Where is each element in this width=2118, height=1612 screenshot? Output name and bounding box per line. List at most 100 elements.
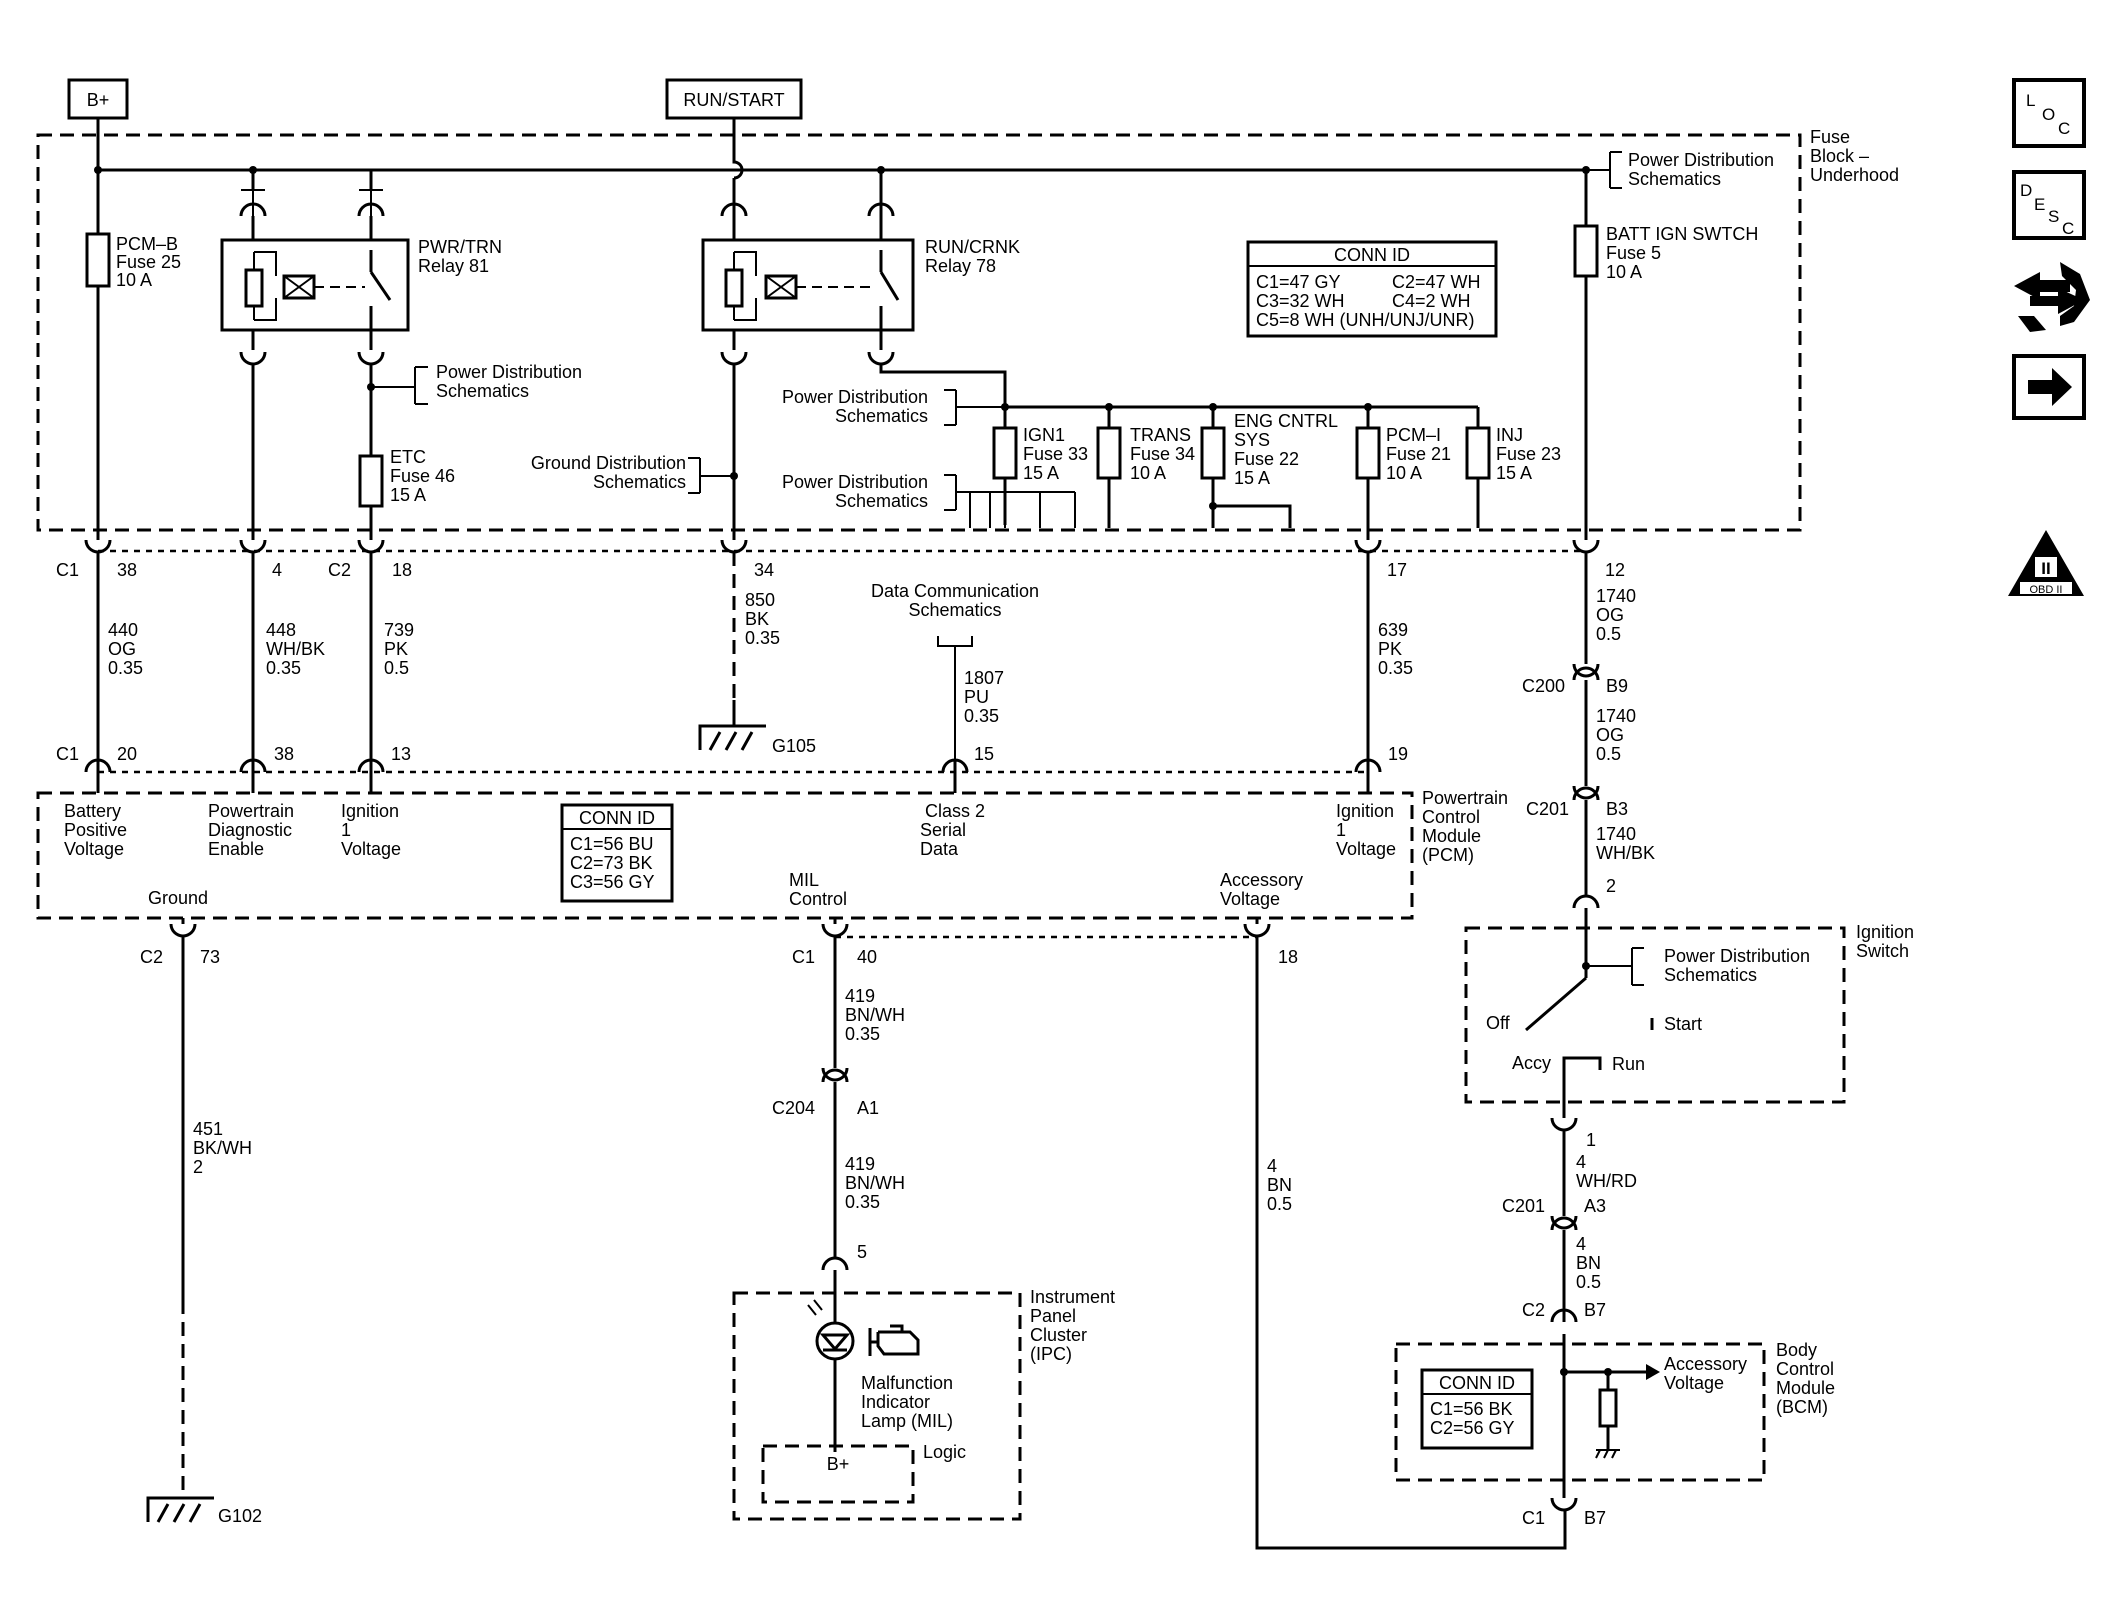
svg-text:Schematics: Schematics bbox=[908, 600, 1001, 620]
svg-text:OBD II: OBD II bbox=[2029, 584, 2062, 596]
svg-text:O: O bbox=[2042, 105, 2055, 124]
svg-text:Logic: Logic bbox=[923, 1442, 966, 1462]
svg-text:Fuse: Fuse bbox=[1810, 127, 1850, 147]
wire-419a: 419 BN/WH 0.35 bbox=[845, 986, 905, 1044]
svg-text:C2: C2 bbox=[1522, 1300, 1545, 1320]
run-crnk-relay: RUN/CRNK Relay 78 bbox=[701, 170, 1020, 366]
svg-text:0.35: 0.35 bbox=[964, 706, 999, 726]
fuse-block-label: Fuse Block – Underhood bbox=[1810, 127, 1899, 185]
fuse-block-outline bbox=[36, 133, 1802, 532]
description-nav-icon[interactable]: D E S C bbox=[2012, 170, 2086, 240]
svg-text:Power Distribution: Power Distribution bbox=[1628, 150, 1774, 170]
svg-text:419: 419 bbox=[845, 986, 875, 1006]
svg-text:BK: BK bbox=[745, 609, 769, 629]
pds-ref-mid: Power Distribution Schematics bbox=[782, 387, 1005, 426]
svg-text:Accy: Accy bbox=[1512, 1053, 1551, 1073]
svg-text:C1: C1 bbox=[792, 947, 815, 967]
fuse-ign1-label: IGN1 Fuse 33 15 A bbox=[1023, 425, 1088, 483]
svg-text:OG: OG bbox=[1596, 725, 1624, 745]
ipc-logic-box: B+ Logic bbox=[761, 1442, 966, 1504]
svg-text:Schematics: Schematics bbox=[593, 472, 686, 492]
svg-text:B+: B+ bbox=[827, 1454, 850, 1474]
svg-text:Data: Data bbox=[920, 839, 959, 859]
svg-text:B7: B7 bbox=[1584, 1300, 1606, 1320]
engine-icon bbox=[868, 1324, 920, 1356]
svg-text:(IPC): (IPC) bbox=[1030, 1344, 1072, 1364]
pcm-outline bbox=[36, 791, 1414, 920]
svg-text:CONN ID: CONN ID bbox=[1439, 1373, 1515, 1393]
svg-text:15 A: 15 A bbox=[1023, 463, 1059, 483]
svg-text:451: 451 bbox=[193, 1119, 223, 1139]
location-nav-icon[interactable]: L O C bbox=[2012, 78, 2086, 148]
svg-text:BK/WH: BK/WH bbox=[193, 1138, 252, 1158]
fuse-batt-ign-label: BATT IGN SWTCH Fuse 5 10 A bbox=[1606, 224, 1758, 282]
ipc-label: Instrument Panel Cluster (IPC) bbox=[1030, 1287, 1115, 1364]
svg-text:C204: C204 bbox=[772, 1098, 815, 1118]
svg-text:Schematics: Schematics bbox=[436, 381, 529, 401]
svg-text:Power Distribution: Power Distribution bbox=[1664, 946, 1810, 966]
svg-text:Power Distribution: Power Distribution bbox=[782, 387, 928, 407]
svg-text:WH/BK: WH/BK bbox=[1596, 843, 1655, 863]
svg-text:C3=56 GY: C3=56 GY bbox=[570, 872, 655, 892]
next-arrow-nav-icon[interactable] bbox=[2012, 354, 2086, 420]
pds-ref-ign: Power Distribution Schematics bbox=[1586, 946, 1810, 986]
svg-text:10 A: 10 A bbox=[1386, 463, 1422, 483]
svg-text:IGN1: IGN1 bbox=[1023, 425, 1065, 445]
bcm-label: Body Control Module (BCM) bbox=[1776, 1340, 1835, 1417]
svg-text:C: C bbox=[2062, 219, 2074, 238]
svg-text:BATT IGN SWTCH: BATT IGN SWTCH bbox=[1606, 224, 1758, 244]
svg-text:Ground Distribution: Ground Distribution bbox=[531, 453, 686, 473]
svg-text:OG: OG bbox=[1596, 605, 1624, 625]
fuse-etc-label: ETC Fuse 46 15 A bbox=[390, 447, 455, 505]
svg-text:Powertrain: Powertrain bbox=[1422, 788, 1508, 808]
c201-connector-b: C201 A3 bbox=[1502, 1196, 1606, 1231]
svg-text:1: 1 bbox=[1586, 1130, 1596, 1150]
svg-text:Voltage: Voltage bbox=[1336, 839, 1396, 859]
svg-text:Serial: Serial bbox=[920, 820, 966, 840]
obd-ii-icon[interactable]: II OBD II bbox=[2008, 530, 2084, 596]
svg-text:Fuse 46: Fuse 46 bbox=[390, 466, 455, 486]
svg-text:0.5: 0.5 bbox=[1596, 624, 1621, 644]
svg-text:D: D bbox=[2020, 181, 2032, 200]
wire-1740c: 1740 WH/BK bbox=[1596, 824, 1655, 863]
svg-text:Run: Run bbox=[1612, 1054, 1645, 1074]
svg-text:34: 34 bbox=[754, 560, 774, 580]
svg-text:(PCM): (PCM) bbox=[1422, 845, 1474, 865]
svg-text:0.5: 0.5 bbox=[384, 658, 409, 678]
svg-text:C2: C2 bbox=[328, 560, 351, 580]
mil-label: Malfunction Indicator Lamp (MIL) bbox=[861, 1373, 953, 1431]
ign-switch-pin2: 2 bbox=[1606, 876, 1616, 896]
svg-text:Fuse 23: Fuse 23 bbox=[1496, 444, 1561, 464]
svg-text:Schematics: Schematics bbox=[1628, 169, 1721, 189]
svg-text:C: C bbox=[2058, 119, 2070, 138]
svg-text:E: E bbox=[2034, 195, 2045, 214]
svg-text:40: 40 bbox=[857, 947, 877, 967]
fuse-pcm-b-label: PCM–B Fuse 25 10 A bbox=[116, 234, 181, 290]
pds-ref-etc: Power Distribution Schematics bbox=[371, 362, 582, 405]
svg-text:Ignition: Ignition bbox=[1336, 801, 1394, 821]
svg-text:Class 2: Class 2 bbox=[925, 801, 985, 821]
svg-text:Schematics: Schematics bbox=[835, 491, 928, 511]
svg-text:Schematics: Schematics bbox=[835, 406, 928, 426]
svg-text:Cluster: Cluster bbox=[1030, 1325, 1087, 1345]
svg-text:Fuse 21: Fuse 21 bbox=[1386, 444, 1451, 464]
svg-text:Battery: Battery bbox=[64, 801, 121, 821]
svg-text:4: 4 bbox=[1267, 1156, 1277, 1176]
repair-tools-nav-icon[interactable] bbox=[2014, 262, 2090, 332]
pds-ref-top: Power Distribution Schematics bbox=[1586, 150, 1774, 189]
pcm-label: Powertrain Control Module (PCM) bbox=[1422, 788, 1508, 865]
fuse-eng-cntrl-label: ENG CNTRL SYS Fuse 22 15 A bbox=[1234, 411, 1338, 488]
svg-text:0.5: 0.5 bbox=[1596, 744, 1621, 764]
svg-text:0.35: 0.35 bbox=[845, 1192, 880, 1212]
svg-text:0.35: 0.35 bbox=[1378, 658, 1413, 678]
svg-text:S: S bbox=[2048, 207, 2059, 226]
pcm-bottom-connectors: C2 73 C1 40 18 bbox=[140, 918, 1298, 967]
svg-text:15 A: 15 A bbox=[390, 485, 426, 505]
svg-text:BN/WH: BN/WH bbox=[845, 1173, 905, 1193]
svg-text:Voltage: Voltage bbox=[1220, 889, 1280, 909]
svg-text:Fuse 22: Fuse 22 bbox=[1234, 449, 1299, 469]
ign-switch-outline bbox=[1464, 926, 1846, 1104]
svg-text:0.35: 0.35 bbox=[845, 1024, 880, 1044]
conn-id-bcm: CONN ID C1=56 BK C2=56 GY bbox=[1420, 1368, 1534, 1450]
svg-text:15 A: 15 A bbox=[1496, 463, 1532, 483]
